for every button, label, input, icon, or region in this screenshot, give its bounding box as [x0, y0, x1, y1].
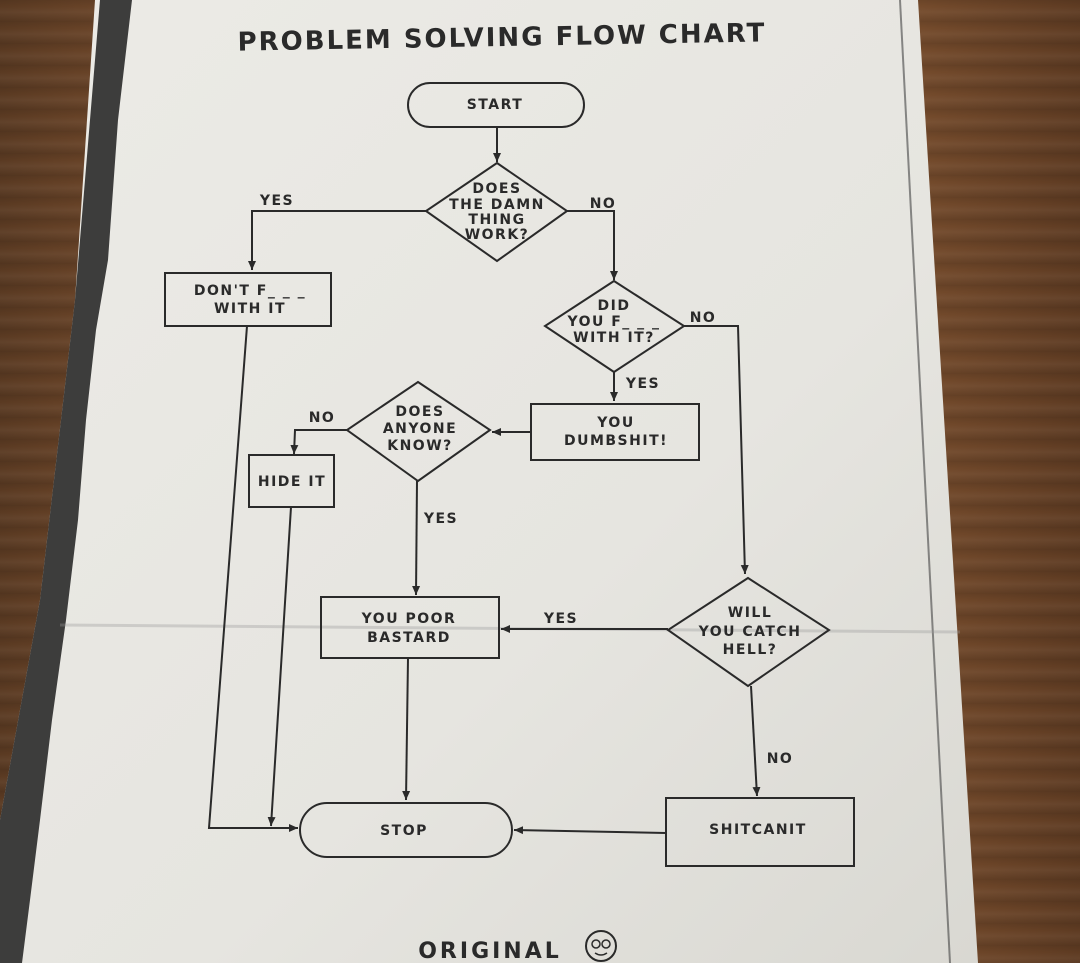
edge-bastard-to-stop [402, 657, 411, 801]
start-label: START [467, 97, 524, 113]
work-line-4: WORK? [465, 227, 530, 243]
did-line-1: DID [598, 298, 631, 314]
dumbshit-line-2: DUMBSHIT! [564, 433, 668, 449]
paper-right-edge [899, 0, 951, 963]
edge-dont-touch-to-stop [207, 325, 298, 832]
bastard-line-2: BASTARD [367, 630, 451, 646]
anyone-line-1: DOES [395, 404, 444, 420]
edge-work-no [567, 210, 618, 280]
did-line-3: WITH IT? [573, 330, 655, 346]
work-line-1: DOES [472, 181, 521, 197]
anyone-line-2: ANYONE [383, 421, 457, 437]
bastard-line-1: YOU POOR [361, 611, 457, 627]
dumbshit-line-1: YOU [596, 415, 634, 431]
dont-touch-line-1: DON'T F_ _ _ [194, 283, 306, 299]
hell-line-3: HELL? [723, 642, 778, 658]
hide-it-label: HIDE IT [258, 474, 326, 490]
stop-label: STOP [380, 823, 428, 839]
label-work-no: NO [590, 196, 617, 212]
hell-line-2: YOU CATCH [698, 624, 802, 640]
dont-touch-line-2: WITH IT [214, 301, 286, 317]
paper-sheet [0, 0, 978, 963]
did-line-2: YOU F_ _ _ [566, 314, 660, 330]
brand-face-icon [585, 930, 617, 962]
box-dont-touch: DON'T F_ _ _ WITH IT [164, 272, 332, 327]
decision-will-you-catch-hell: WILL YOU CATCH HELL? [666, 576, 831, 688]
work-line-2: THE DAMN [449, 197, 545, 213]
hell-line-1: WILL [728, 605, 773, 621]
edge-shitcanit-to-stop [513, 826, 667, 835]
edge-work-yes [248, 210, 426, 270]
label-hell-no: NO [767, 751, 794, 767]
label-work-yes: YES [259, 193, 294, 209]
label-anyone-no: NO [309, 410, 336, 426]
edge-hide-it-to-stop [267, 506, 292, 827]
edge-anyone-yes [412, 480, 421, 596]
stop-terminator: STOP [299, 802, 513, 858]
label-hell-yes: YES [543, 611, 578, 627]
anyone-line-3: KNOW? [387, 438, 453, 454]
work-line-3: THING [468, 212, 525, 228]
torn-paper-edge [0, 0, 132, 963]
decision-does-anyone-know: DOES ANYONE KNOW? [345, 380, 492, 483]
label-did-no: NO [690, 310, 717, 326]
edge-hell-no [750, 685, 761, 797]
brand-wordmark: ORIGINAL [418, 939, 562, 963]
decision-does-it-work: DOES THE DAMN THING WORK? [424, 161, 569, 263]
label-anyone-yes: YES [423, 511, 458, 527]
edge-did-no [684, 325, 749, 575]
shitcanit-label: SHITCANIT [709, 822, 807, 838]
box-you-poor-bastard: YOU POOR BASTARD [320, 596, 500, 659]
label-did-yes: YES [625, 376, 660, 392]
edge-anyone-no [290, 429, 347, 455]
box-hide-it: HIDE IT [248, 454, 335, 508]
